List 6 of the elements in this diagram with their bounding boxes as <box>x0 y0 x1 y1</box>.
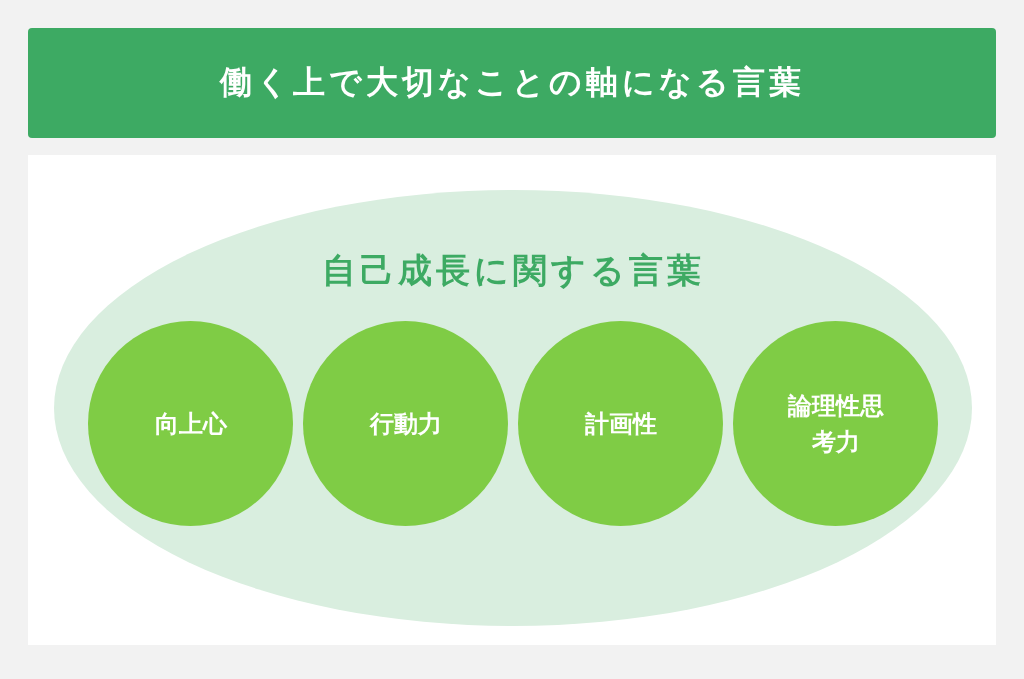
node-label: 向上心 <box>153 408 228 440</box>
title: 働く上で大切なことの軸になる言葉 <box>219 62 805 103</box>
group-heading: 自己成長に関する言葉 <box>320 249 706 292</box>
node-label: 計画性 <box>583 408 658 440</box>
node-label: 論理性思考力 <box>786 390 885 458</box>
node-label: 行動力 <box>368 408 443 440</box>
